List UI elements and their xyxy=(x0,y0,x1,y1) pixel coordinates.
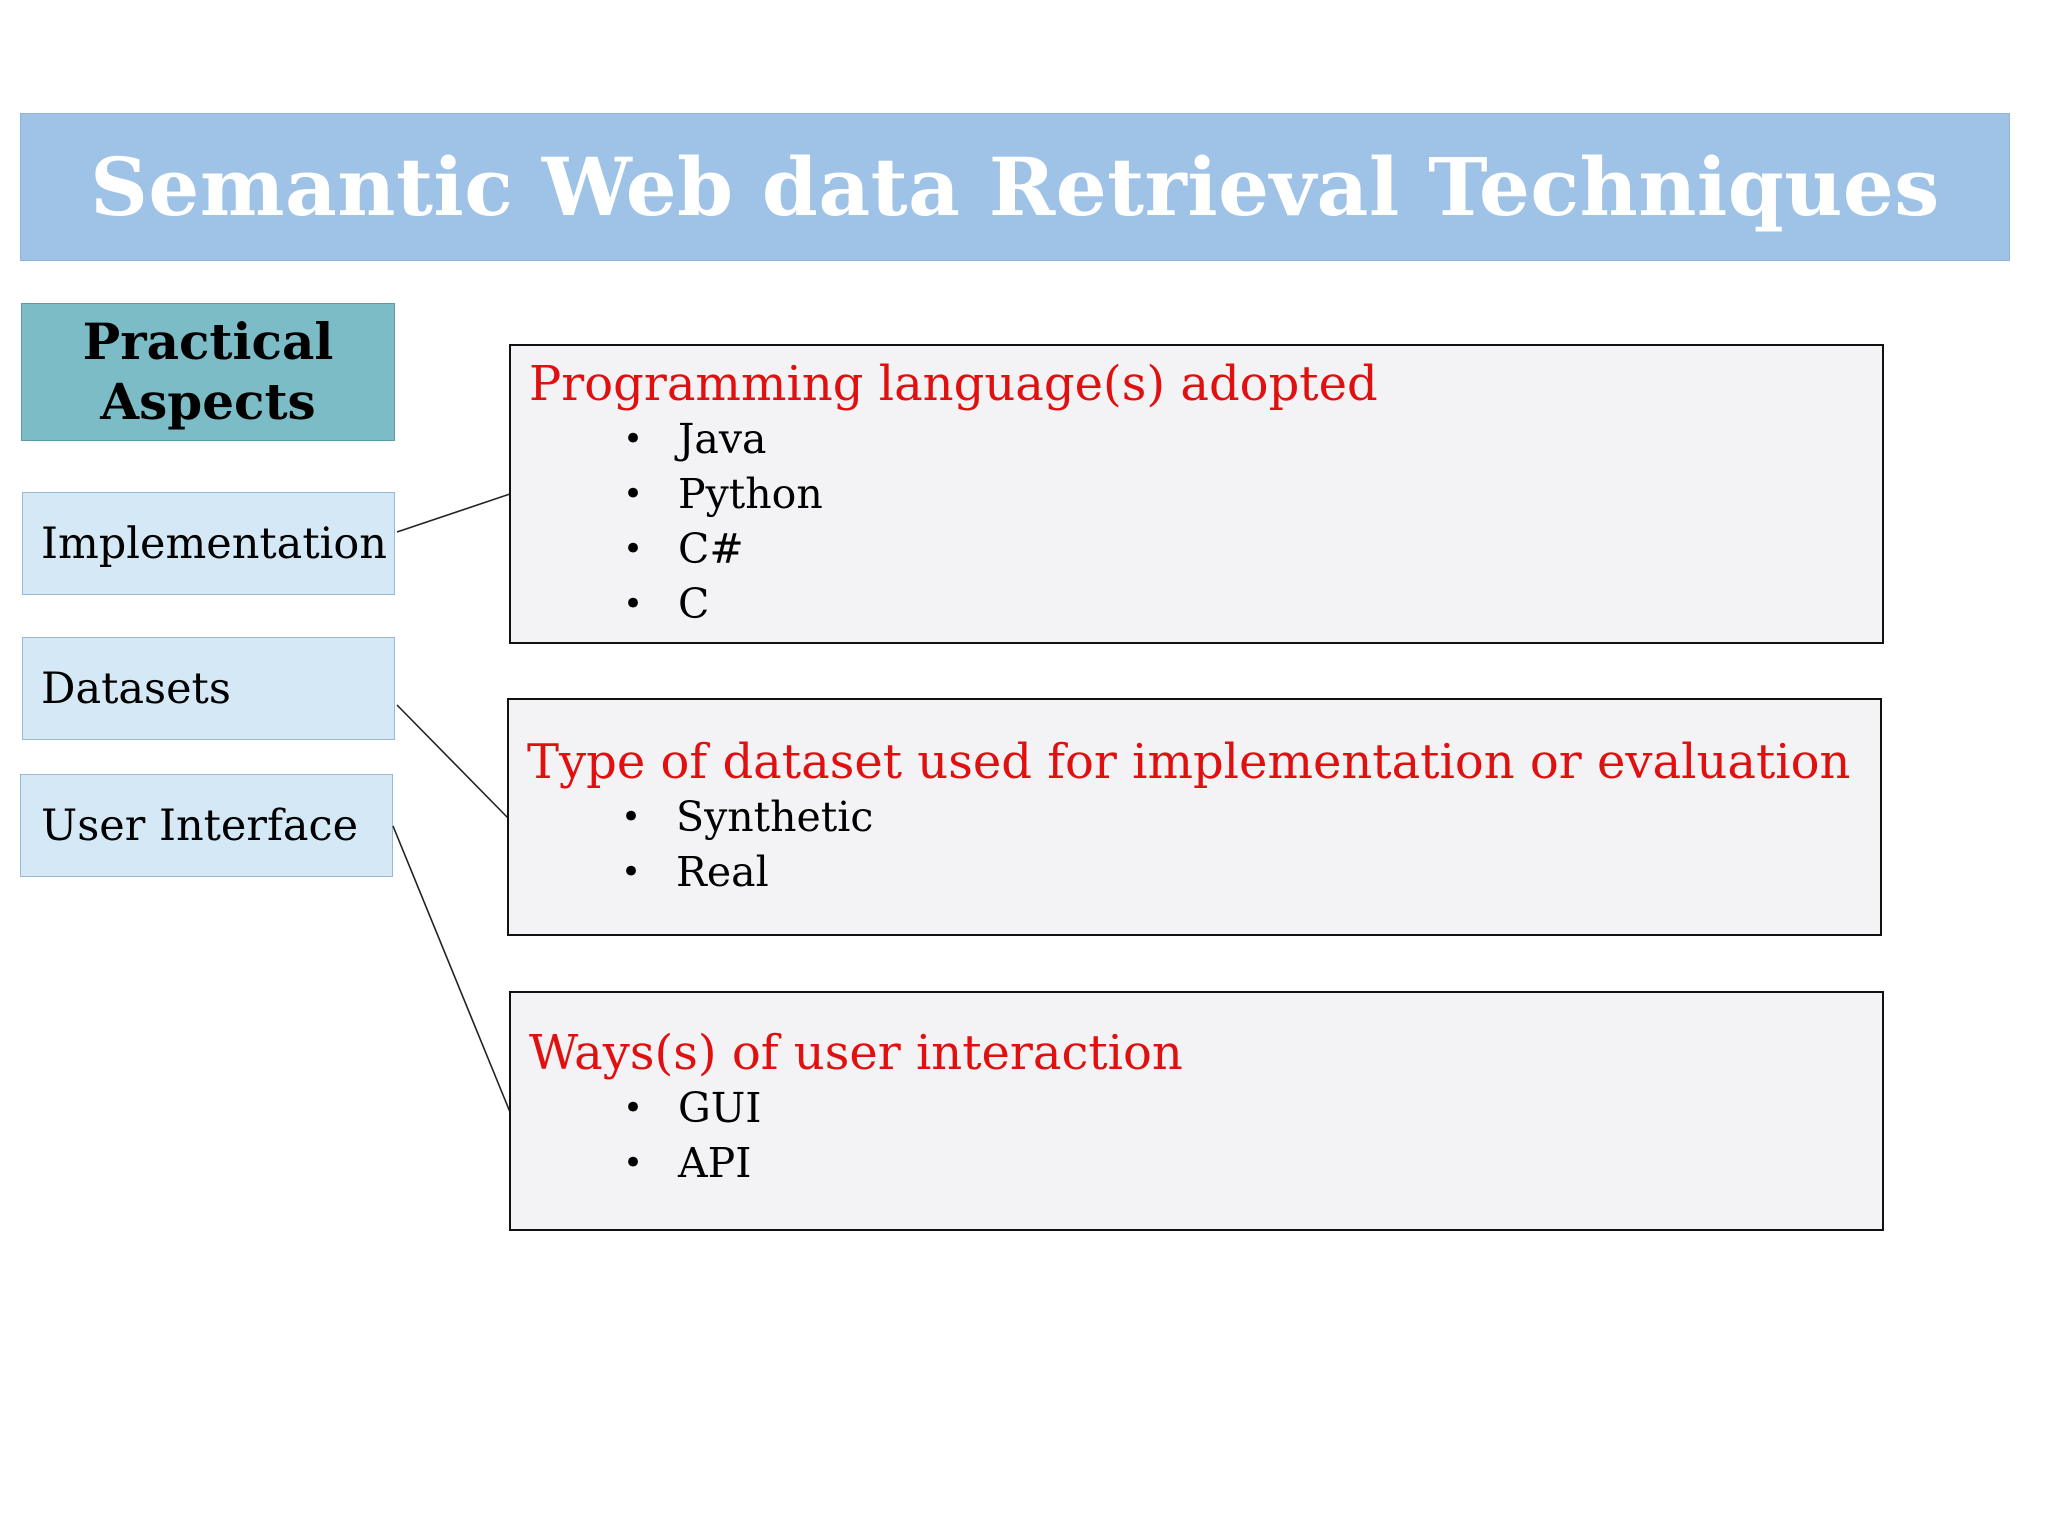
list-item-label: Python xyxy=(678,470,823,518)
aspect-box-implementation: Implementation xyxy=(22,492,395,595)
bullet-icon: • xyxy=(621,797,642,837)
detail-list: • GUI • API xyxy=(529,1081,1882,1191)
list-item-label: Java xyxy=(678,415,767,463)
detail-heading: Programming language(s) adopted xyxy=(529,356,1378,412)
list-item: • API xyxy=(529,1136,1882,1191)
title-banner: Semantic Web data Retrieval Techniques xyxy=(20,113,2010,261)
aspect-label: User Interface xyxy=(41,800,359,851)
connector-user-interface xyxy=(392,825,511,1113)
practical-aspects-label: Practical Aspects xyxy=(82,312,334,431)
practical-aspects-box: Practical Aspects xyxy=(21,303,395,441)
aspect-label: Implementation xyxy=(41,518,387,569)
list-item-label: C# xyxy=(678,525,744,573)
bullet-icon: • xyxy=(623,419,644,459)
list-item: • Synthetic xyxy=(527,790,1880,845)
bullet-icon: • xyxy=(621,852,642,892)
aspect-box-user-interface: User Interface xyxy=(20,774,393,877)
slide-title: Semantic Web data Retrieval Techniques xyxy=(90,140,1940,234)
list-item-label: Synthetic xyxy=(676,793,874,841)
list-item-label: Real xyxy=(676,848,769,896)
detail-heading: Type of dataset used for implementation … xyxy=(527,734,1851,790)
detail-box-dataset-type: Type of dataset used for implementation … xyxy=(507,698,1882,936)
list-item: • Python xyxy=(529,467,1882,522)
list-item: •C xyxy=(529,577,1882,632)
detail-heading: Ways(s) of user interaction xyxy=(529,1025,1183,1081)
bullet-icon: • xyxy=(623,529,644,569)
list-item: • C# xyxy=(529,522,1882,577)
detail-box-user-interaction: Ways(s) of user interaction • GUI • API xyxy=(509,991,1884,1231)
list-item: • Real xyxy=(527,845,1880,900)
bullet-icon: • xyxy=(623,584,644,624)
detail-box-programming-languages: Programming language(s) adopted • Java • P… xyxy=(509,344,1884,644)
aspect-box-datasets: Datasets xyxy=(22,637,395,740)
detail-list: •Java •Python •C# •C xyxy=(529,412,1882,632)
bullet-icon: • xyxy=(623,1088,644,1128)
aspect-label: Datasets xyxy=(41,663,231,714)
detail-list: • Synthetic • Real xyxy=(527,790,1880,900)
list-item-label: API xyxy=(678,1139,752,1187)
connector-implementation xyxy=(396,493,511,533)
list-item: • Java xyxy=(529,412,1882,467)
list-item: • GUI xyxy=(529,1081,1882,1136)
list-item-label: C xyxy=(678,580,710,628)
connector-datasets xyxy=(396,704,509,819)
bullet-icon: • xyxy=(623,474,644,514)
bullet-icon: • xyxy=(623,1143,644,1183)
list-item-label: GUI xyxy=(678,1084,762,1132)
